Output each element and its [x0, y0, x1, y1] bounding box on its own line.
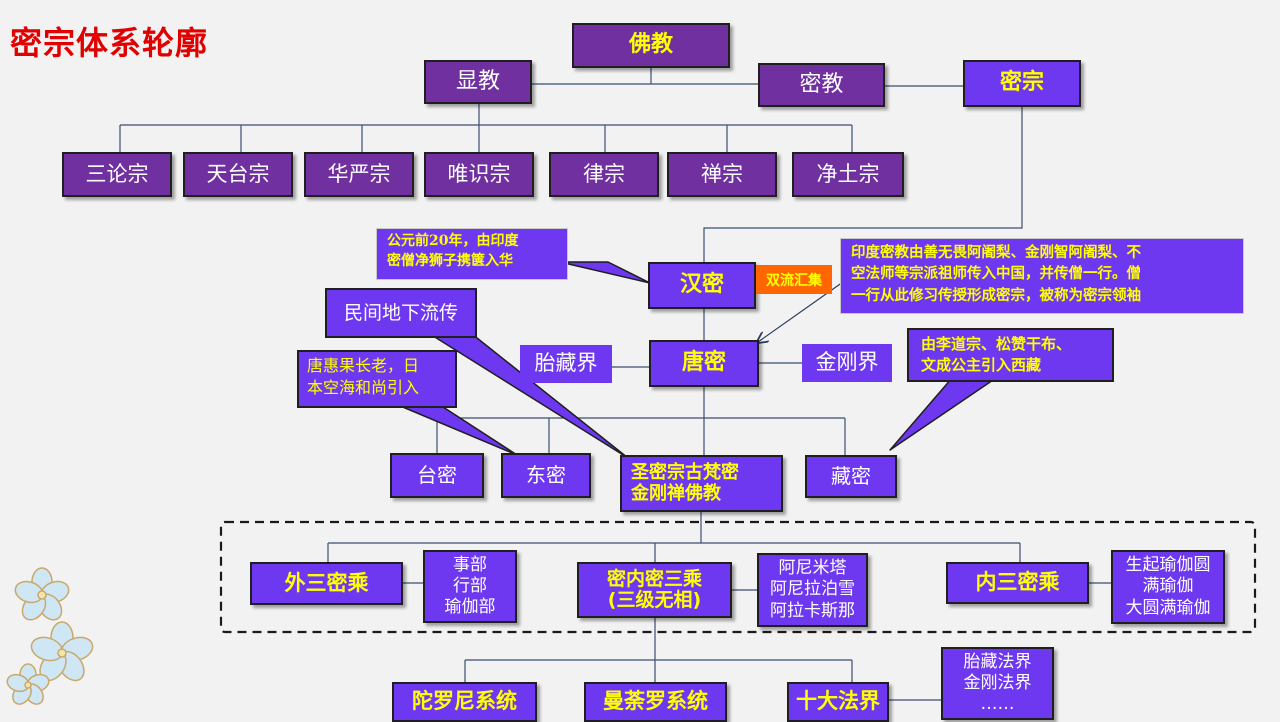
- school-node: 天台宗: [183, 152, 293, 197]
- node-nei-items: 生起瑜伽圆 满瑜伽 大圆满瑜伽: [1111, 550, 1225, 624]
- node-shida: 十大法界: [787, 682, 889, 722]
- node-tangmi: 唐密: [649, 340, 759, 387]
- node-mizong: 密宗: [963, 60, 1081, 107]
- callout-tibet: 由李道宗、松赞干布、 文成公主引入西藏: [907, 328, 1114, 382]
- node-wai: 外三密乘: [250, 562, 403, 605]
- school-node: 三论宗: [62, 152, 172, 197]
- callout-hanmi: 公元前20年，由印度 密僧净狮子携箧入华: [376, 228, 568, 280]
- node-dongmi: 东密: [501, 453, 591, 498]
- node-mantuluo: 曼荼罗系统: [584, 682, 727, 722]
- callout-folk: 民间地下流传: [325, 288, 477, 338]
- node-tuoluoni: 陀罗尼系统: [392, 682, 537, 722]
- node-fojiao: 佛教: [572, 23, 730, 68]
- node-shengmi: 圣密宗古梵密 金刚禅佛教: [620, 455, 783, 512]
- callout-huiguo: 唐惠果长老，日 本空海和尚引入: [297, 350, 457, 408]
- node-minei: 密内密三乘 (三级无相): [577, 562, 732, 618]
- node-shida-items: 胎藏法界 金刚法界 ……: [941, 647, 1054, 720]
- page-title: 密宗体系轮廓: [10, 24, 209, 62]
- node-taimi: 台密: [390, 453, 484, 498]
- node-xianjiao: 显教: [424, 60, 532, 104]
- school-node: 净土宗: [792, 152, 904, 197]
- school-node: 律宗: [549, 152, 659, 197]
- callout-india: 印度密教由善无畏阿阇梨、金刚智阿阇梨、不 空法师等宗派祖师传入中国，并传僧一行。…: [840, 238, 1244, 314]
- node-wai-items: 事部 行部 瑜伽部: [423, 550, 517, 623]
- node-mijiao: 密教: [758, 63, 885, 107]
- node-jingang: 金刚界: [802, 344, 892, 382]
- node-nei: 内三密乘: [946, 562, 1089, 604]
- label-shuangliu: 双流汇集: [756, 265, 832, 294]
- school-node: 唯识宗: [424, 152, 534, 197]
- node-hanmi: 汉密: [648, 262, 756, 309]
- school-node: 禅宗: [667, 152, 777, 197]
- node-zangmi: 藏密: [805, 455, 897, 498]
- node-taizang: 胎藏界: [520, 345, 612, 383]
- school-node: 华严宗: [304, 152, 414, 197]
- node-minei-items: 阿尼米塔 阿尼拉泊雪 阿拉卡斯那: [757, 553, 868, 627]
- flower-icon: [6, 567, 94, 705]
